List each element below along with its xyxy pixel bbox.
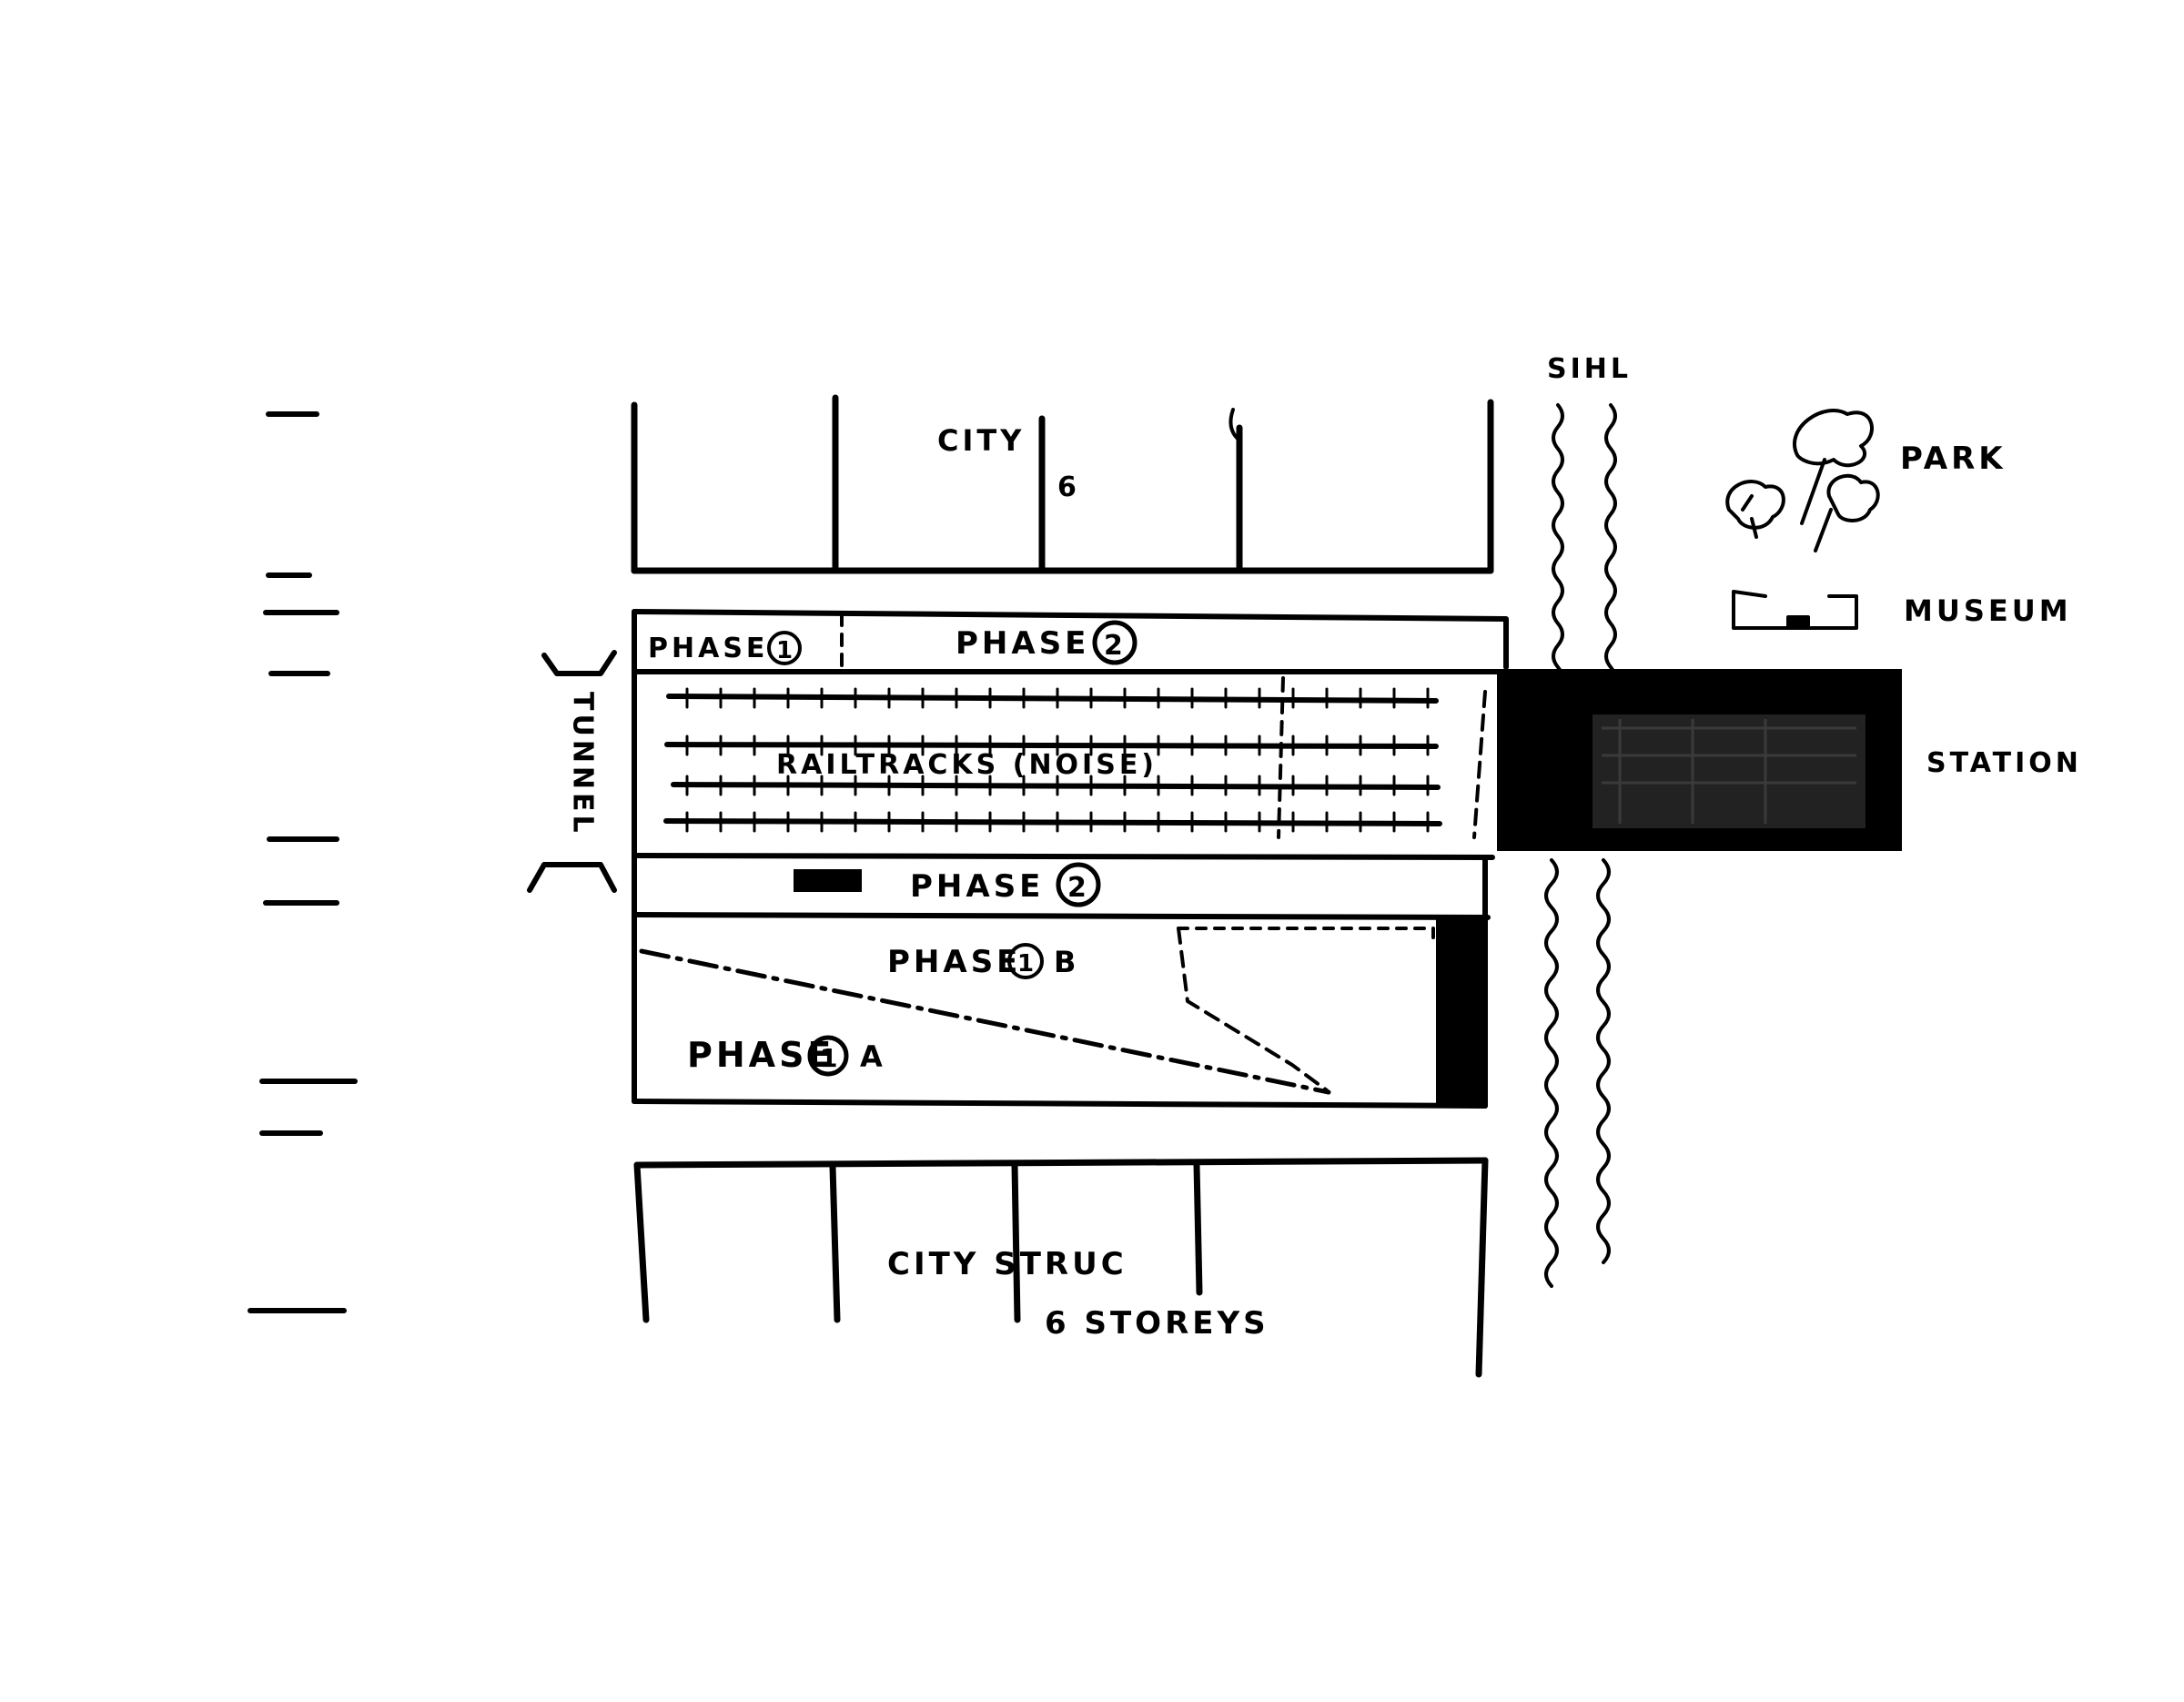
rail-tracks: [663, 694, 1442, 826]
city-bottom-label: CITY STRUC: [887, 1246, 1127, 1282]
sihl-label: SIHL: [1547, 353, 1632, 385]
city-top-tick: [1228, 408, 1239, 441]
phase-2-mid-number: 2: [1067, 872, 1090, 904]
sihl-river: [1544, 403, 1617, 1288]
station-label: STATION: [1926, 747, 2082, 779]
phase-1a-number: 1: [820, 1043, 841, 1073]
museum-label: MUSEUM: [1904, 593, 2072, 628]
phase-2-top-label: PHASE: [956, 625, 1089, 662]
phase-1a-label: PHASE: [687, 1035, 834, 1075]
phase-number-circle: [1092, 620, 1138, 665]
phase-1b-letter: B: [1054, 945, 1079, 979]
left-street-marks: [248, 411, 358, 1313]
tree-icon: [1814, 473, 1880, 552]
tree-icon: [1793, 409, 1874, 525]
site-outline: [632, 609, 1509, 1109]
phase-2-mid-label: PHASE: [910, 868, 1044, 905]
city-top-storeys-label: 6: [1057, 471, 1080, 503]
building-block-marker: [794, 869, 862, 892]
phase-1b-outline: [1177, 927, 1435, 939]
rail-sleepers: [685, 687, 1430, 833]
station-building: [1497, 669, 1902, 851]
tree-icon: [1725, 480, 1785, 539]
phase-1-top-label: PHASE: [648, 633, 768, 664]
city-block-bottom: [633, 1157, 1489, 1378]
phase-1-edge-bar: [1436, 919, 1486, 1103]
park-label: PARK: [1900, 441, 2007, 477]
phase-1a-letter: A: [860, 1039, 886, 1074]
city-top-label: CITY: [937, 423, 1025, 458]
phase-2-top-number: 2: [1104, 630, 1127, 662]
phase-1-top-number: 1: [776, 637, 796, 664]
phase-1b-number: 1: [1017, 950, 1037, 978]
rail-edge-dashed: [1472, 690, 1487, 839]
phase-number-circle: [767, 631, 802, 665]
city-bottom-storeys-label: 6 STOREYS: [1045, 1305, 1269, 1342]
phase-number-circle: [1056, 862, 1101, 907]
rail-phase-divider: [1277, 676, 1285, 839]
railtracks-label: RAILTRACKS (NOISE): [776, 749, 1158, 781]
phase-1b-boundary: [1177, 927, 1329, 1092]
phase-number-circle: [807, 1035, 849, 1077]
tunnel-brackets: [527, 650, 617, 893]
tunnel-label: TUNNEL: [567, 692, 599, 836]
phase-1a-1b-divider: [639, 948, 1331, 1095]
museum-building-icon: [1732, 590, 1858, 630]
phase-1b-label: PHASE: [887, 944, 1021, 980]
phase-number-circle: [1007, 943, 1044, 979]
city-block-top: [631, 394, 1494, 574]
